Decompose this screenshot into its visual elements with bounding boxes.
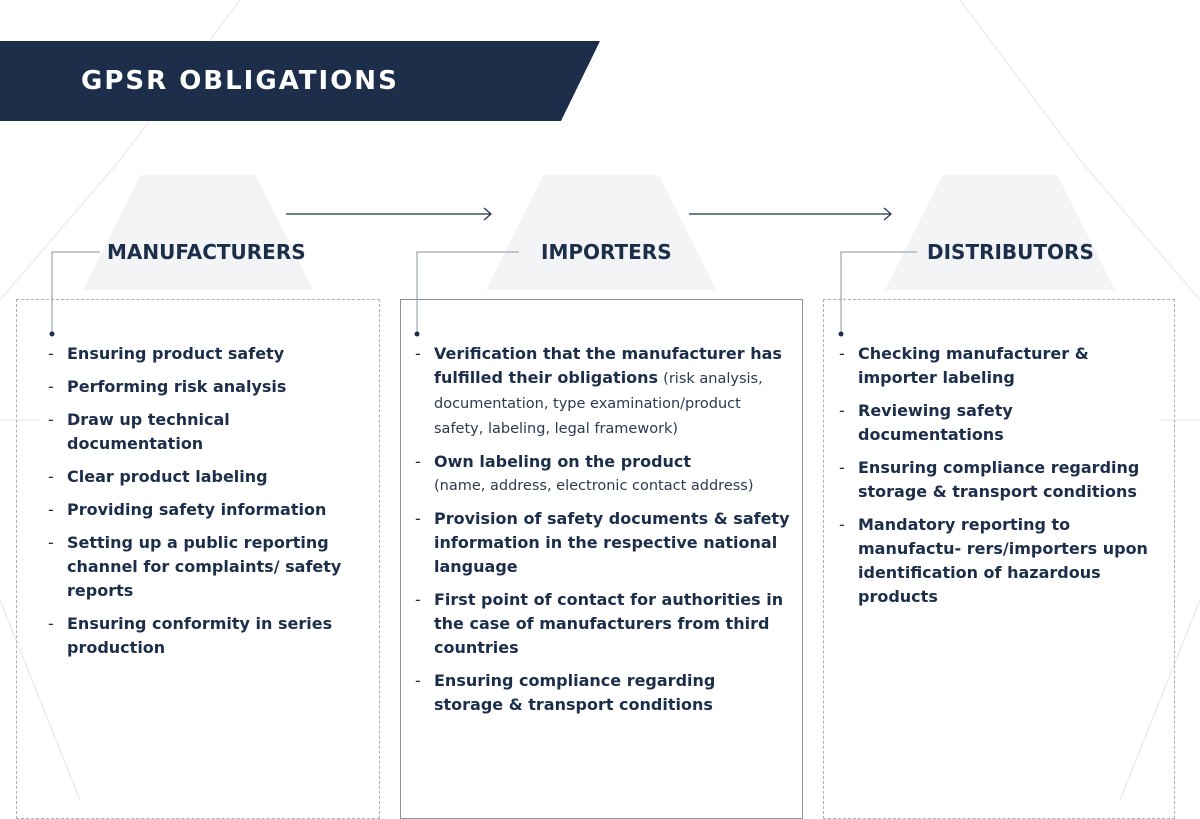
bullet-dash: -	[48, 614, 54, 633]
list-item: -Ensuring compliance regarding storage &…	[415, 669, 790, 717]
bullet-dash: -	[415, 452, 421, 471]
bullet-dash: -	[415, 509, 421, 528]
list-item-text: Checking manufacturer & importer labelin…	[858, 344, 1089, 387]
list-distributors: -Checking manufacturer & importer labeli…	[839, 342, 1161, 618]
list-item-text: Reviewing safety documentations	[858, 401, 1013, 444]
list-importers: -Verification that the manufacturer has …	[415, 342, 790, 726]
list-item: -Mandatory reporting to manufactu- rers/…	[839, 513, 1161, 609]
list-item-text: Own labeling on the product	[434, 452, 692, 471]
list-item: -Reviewing safety documentations	[839, 399, 1161, 447]
list-item-text: Setting up a public reporting channel fo…	[67, 533, 342, 600]
list-item-text: Provision of safety documents & safety i…	[434, 509, 790, 576]
list-item-detail: (risk analysis, documentation, type exam…	[434, 371, 763, 437]
bullet-dash: -	[48, 467, 54, 486]
list-item-text: Mandatory reporting to manufactu- rers/i…	[858, 515, 1148, 606]
bullet-dash: -	[839, 401, 845, 420]
list-item: -Clear product labeling	[48, 465, 366, 489]
bullet-dash: -	[48, 377, 54, 396]
bullet-dash: -	[415, 671, 421, 690]
bullet-dash: -	[415, 344, 421, 363]
list-item: -Provision of safety documents & safety …	[415, 507, 790, 579]
bullet-dash: -	[839, 344, 845, 363]
bullet-dash: -	[48, 344, 54, 363]
bullet-dash: -	[48, 500, 54, 519]
list-item: -Ensuring compliance regarding storage &…	[839, 456, 1161, 504]
list-item-detail: (name, address, electronic contact addre…	[434, 478, 754, 494]
list-item-text: Ensuring compliance regarding storage & …	[858, 458, 1140, 501]
connector-lines	[49, 207, 917, 337]
bullet-dash: -	[48, 410, 54, 429]
list-item-text: Performing risk analysis	[67, 377, 287, 396]
bullet-dash: -	[839, 458, 845, 477]
list-item-text: Ensuring product safety	[67, 344, 285, 363]
list-item-text: Draw up technical documentation	[67, 410, 230, 453]
list-item: -Ensuring conformity in series productio…	[48, 612, 366, 660]
list-item: -Setting up a public reporting channel f…	[48, 531, 366, 603]
list-item: -Performing risk analysis	[48, 375, 366, 399]
list-item: -Own labeling on the product (name, addre…	[415, 450, 790, 498]
list-item-text: First point of contact for authorities i…	[434, 590, 784, 657]
page-title: GPSR OBLIGATIONS	[81, 66, 399, 96]
list-item: -Checking manufacturer & importer labeli…	[839, 342, 1161, 390]
leader-importers	[416, 251, 519, 333]
list-manufacturers: -Ensuring product safety-Performing risk…	[48, 342, 366, 669]
bullet-dash: -	[415, 590, 421, 609]
heading-importers: IMPORTERS	[541, 240, 672, 264]
heading-distributors: DISTRIBUTORS	[927, 240, 1094, 264]
list-item: -Providing safety information	[48, 498, 366, 522]
list-item-text: Providing safety information	[67, 500, 327, 519]
leader-manufacturers	[51, 251, 100, 333]
bullet-dash: -	[839, 515, 845, 534]
list-item-text: Ensuring conformity in series production	[67, 614, 333, 657]
list-item: -First point of contact for authorities …	[415, 588, 790, 660]
list-item: -Ensuring product safety	[48, 342, 366, 366]
list-item: -Verification that the manufacturer has …	[415, 342, 790, 441]
list-item-text: Verification that the manufacturer has f…	[434, 344, 782, 387]
bullet-dash: -	[48, 533, 54, 552]
list-item-text: Ensuring compliance regarding storage & …	[434, 671, 716, 714]
title-banner: GPSR OBLIGATIONS	[0, 41, 600, 121]
list-item: -Draw up technical documentation	[48, 408, 366, 456]
list-item-text: Clear product labeling	[67, 467, 268, 486]
heading-manufacturers: MANUFACTURERS	[107, 240, 306, 264]
leader-distributors	[840, 251, 917, 333]
